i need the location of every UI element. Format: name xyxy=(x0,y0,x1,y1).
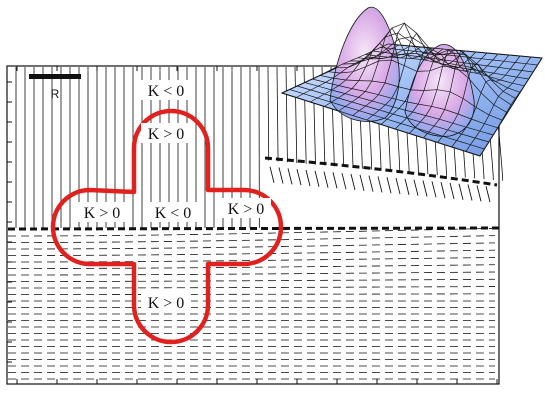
field-tick xyxy=(269,166,275,183)
field-tick xyxy=(278,167,284,184)
dashed-field-line xyxy=(7,249,496,256)
dashed-field-line xyxy=(7,271,496,276)
dashed-field-line xyxy=(7,286,496,289)
field-tick xyxy=(422,180,428,197)
field-line xyxy=(285,66,288,163)
svg-text:K > 0: K > 0 xyxy=(148,126,185,143)
field-tick xyxy=(449,182,455,200)
mesh-line xyxy=(380,47,538,66)
field-tick xyxy=(485,186,491,203)
svg-text:K > 0: K > 0 xyxy=(148,295,185,312)
surface-peak-left xyxy=(329,6,400,122)
field-tick xyxy=(332,172,338,189)
label-lobe-top: K > 0 xyxy=(141,123,191,143)
dashed-field-line xyxy=(7,242,496,250)
scale-bar-line xyxy=(29,74,81,79)
dashed-boundary-upper xyxy=(264,156,498,187)
mesh-line xyxy=(372,50,534,73)
field-tick xyxy=(314,170,320,187)
field-tick xyxy=(395,177,401,195)
dashed-field-lines xyxy=(7,227,496,380)
label-lobe-left: K > 0 xyxy=(77,202,127,222)
field-tick xyxy=(458,183,464,200)
dashed-field-line xyxy=(7,227,496,237)
scale-bar: R xyxy=(29,74,81,101)
field-tick xyxy=(386,177,392,194)
mesh-line xyxy=(365,54,529,80)
mesh-line xyxy=(350,36,521,93)
field-line xyxy=(303,66,307,164)
svg-text:K > 0: K > 0 xyxy=(84,205,121,222)
dashed-field-line xyxy=(7,293,496,295)
field-tick xyxy=(467,184,473,201)
mesh-line xyxy=(409,49,488,134)
plot-frame xyxy=(6,65,500,385)
surface-mesh xyxy=(281,22,543,157)
zero-curvature-contour xyxy=(50,108,284,345)
mesh-line xyxy=(387,43,543,59)
field-tick xyxy=(377,176,383,193)
field-line xyxy=(294,66,298,163)
label-lobe-right: K > 0 xyxy=(221,198,271,218)
dashed-field-line xyxy=(7,278,496,282)
field-line xyxy=(276,66,279,162)
svg-text:K < 0: K < 0 xyxy=(148,83,185,100)
field-tick xyxy=(359,174,365,191)
svg-text:K < 0: K < 0 xyxy=(155,205,192,222)
field-tick xyxy=(341,173,347,190)
label-center: K < 0 xyxy=(147,202,199,222)
dashed-field-line xyxy=(7,235,496,243)
field-line xyxy=(267,66,270,161)
mesh-line xyxy=(437,54,510,143)
field-tick xyxy=(431,181,437,198)
label-top-region: K < 0 xyxy=(141,80,191,100)
dashed-field-line xyxy=(7,257,496,263)
field-tick xyxy=(350,173,356,191)
mesh-line xyxy=(357,53,525,87)
dashed-boundary-lower xyxy=(7,226,501,231)
mesh-line xyxy=(394,51,477,130)
mesh-line xyxy=(479,57,543,157)
field-tick xyxy=(305,169,311,187)
field-tick xyxy=(404,178,410,195)
field-tick xyxy=(296,169,302,186)
field-tick xyxy=(287,168,293,185)
field-tick xyxy=(440,182,446,199)
svg-text:K > 0: K > 0 xyxy=(228,201,265,218)
field-tick xyxy=(368,175,374,192)
frame-ticks xyxy=(7,66,498,384)
field-tick xyxy=(476,185,482,202)
surface-inset xyxy=(280,6,543,157)
label-lobe-bottom: K > 0 xyxy=(141,292,191,312)
dashed-field-line xyxy=(7,264,496,269)
mesh-line xyxy=(451,55,521,148)
mesh-line xyxy=(380,47,466,125)
scale-bar-label: R xyxy=(51,87,60,101)
field-tick xyxy=(413,179,419,196)
mesh-line xyxy=(465,56,532,152)
field-tick xyxy=(323,171,329,188)
